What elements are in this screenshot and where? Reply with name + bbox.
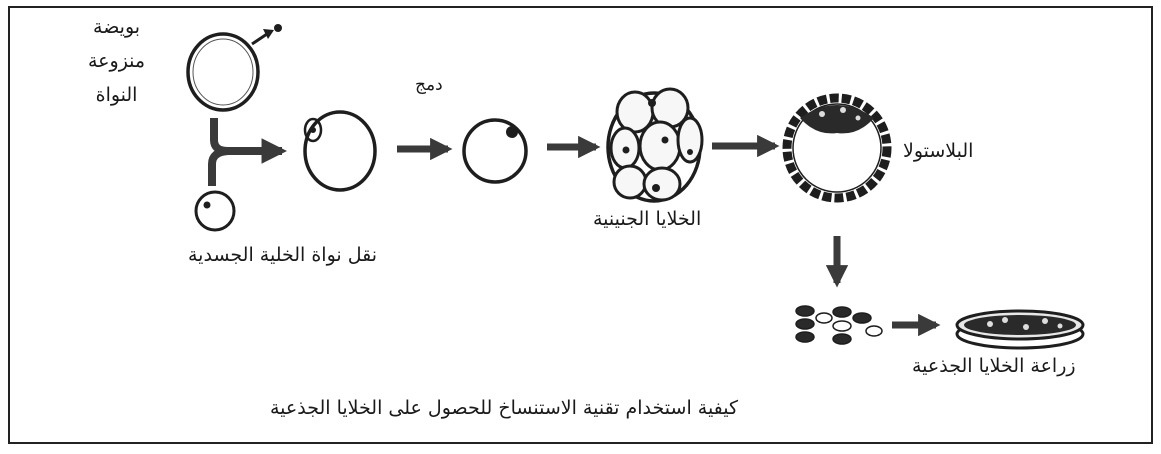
stem-cell-culture-label: زراعة الخلايا الجذعية bbox=[912, 355, 1076, 377]
blastocyst bbox=[787, 98, 887, 198]
enucleated-egg-label: بويضة منزوعة النواة bbox=[88, 10, 145, 112]
egg-with-nucleus bbox=[305, 112, 375, 190]
enucleated-egg-line-3: النواة bbox=[88, 78, 145, 112]
removed-nucleus bbox=[252, 24, 282, 44]
blastocyst-label: البلاستولا bbox=[903, 140, 973, 162]
culture-dish bbox=[957, 311, 1083, 348]
embryo-cluster bbox=[608, 89, 702, 201]
enucleated-egg bbox=[188, 34, 258, 110]
merge-arrow bbox=[212, 118, 282, 186]
embryonic-cells-label: الخلايا الجنينية bbox=[593, 208, 701, 230]
enucleated-egg-line-2: منزوعة bbox=[88, 44, 145, 78]
isolated-cells bbox=[796, 306, 882, 344]
diagram-title: كيفية استخدام تقنية الاستنساخ للحصول على… bbox=[270, 397, 738, 419]
nuclear-transfer-label: نقل نواة الخلية الجسدية bbox=[188, 244, 377, 266]
fusion-label: دمج bbox=[415, 75, 443, 95]
fused-cell bbox=[464, 120, 526, 182]
somatic-cell bbox=[196, 192, 234, 230]
enucleated-egg-line-1: بويضة bbox=[88, 10, 145, 44]
